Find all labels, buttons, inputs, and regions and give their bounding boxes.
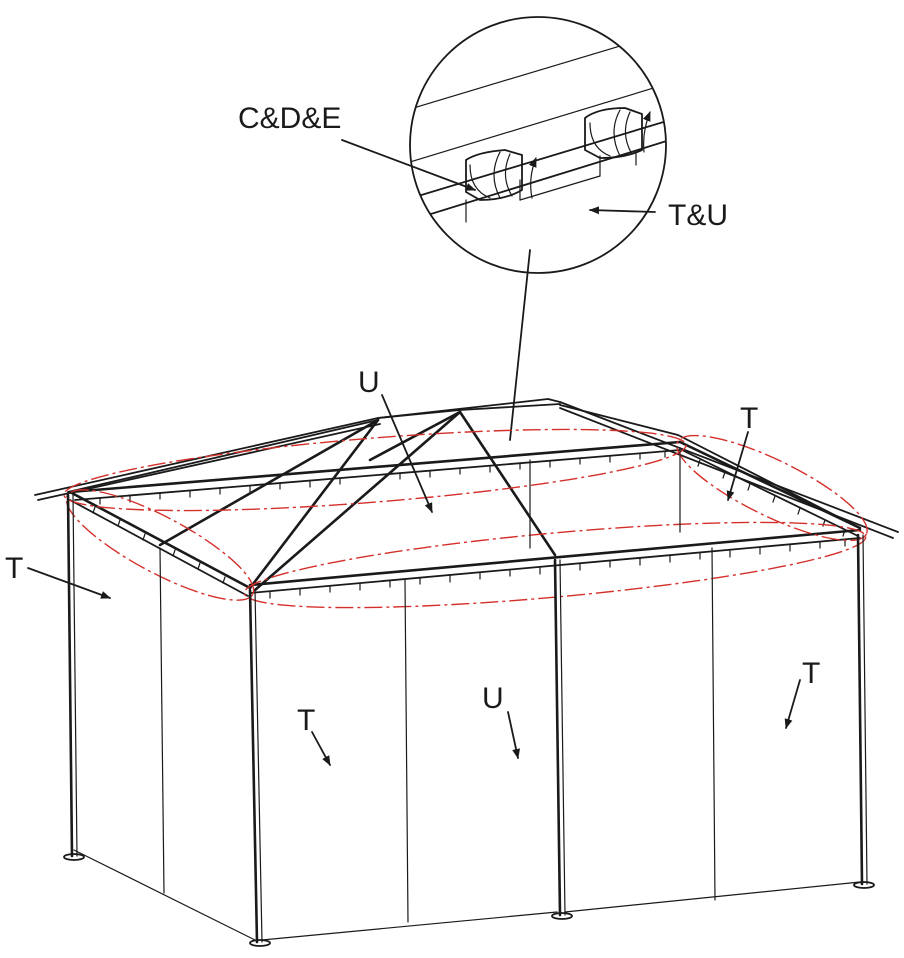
- right-t-arrow: [784, 679, 801, 729]
- eave-beams: [68, 440, 862, 599]
- clip-parts-label: C&D&E: [238, 102, 341, 135]
- post-front-right: [853, 533, 875, 889]
- front-left-t-arrow: [311, 731, 331, 766]
- left-t-arrow: [27, 567, 111, 599]
- detail-magnifier: [409, 16, 667, 274]
- clip-parts-arrow: [341, 139, 476, 191]
- labels: C&D&E T&U U T T T U T: [5, 102, 820, 737]
- left-t-label: T: [5, 552, 23, 585]
- detail-clip-right: [584, 107, 643, 159]
- post-front-left: [248, 588, 271, 947]
- callout-arrows: [27, 139, 801, 766]
- curtain-detail-arrow: [589, 206, 656, 215]
- curtain-detail-label: T&U: [668, 199, 728, 232]
- post-front-mid: [551, 558, 573, 920]
- magnifier-leader-line: [509, 249, 531, 441]
- curtain-highlight-outlines: [63, 428, 868, 609]
- front-mid-u-label: U: [482, 682, 504, 715]
- right-top-t-label: T: [740, 402, 758, 435]
- front-mid-u-arrow: [507, 711, 520, 759]
- right-beam-highlight: [676, 434, 868, 542]
- posts: [63, 493, 875, 947]
- curtain-panels: [73, 447, 861, 941]
- back-beam-highlight: [63, 428, 687, 512]
- right-t-label: T: [802, 657, 820, 690]
- roof-frame: [34, 398, 899, 592]
- magnifier-outline: [409, 16, 667, 274]
- post-back-left: [63, 493, 85, 861]
- roof-u-arrow: [381, 394, 433, 513]
- front-left-t-label: T: [297, 704, 315, 737]
- right-top-t-arrow: [726, 431, 749, 501]
- front-beam-highlight: [243, 521, 867, 609]
- roof-u-label: U: [358, 366, 380, 399]
- detail-pole: [410, 119, 666, 223]
- detail-clip-left: [465, 149, 523, 201]
